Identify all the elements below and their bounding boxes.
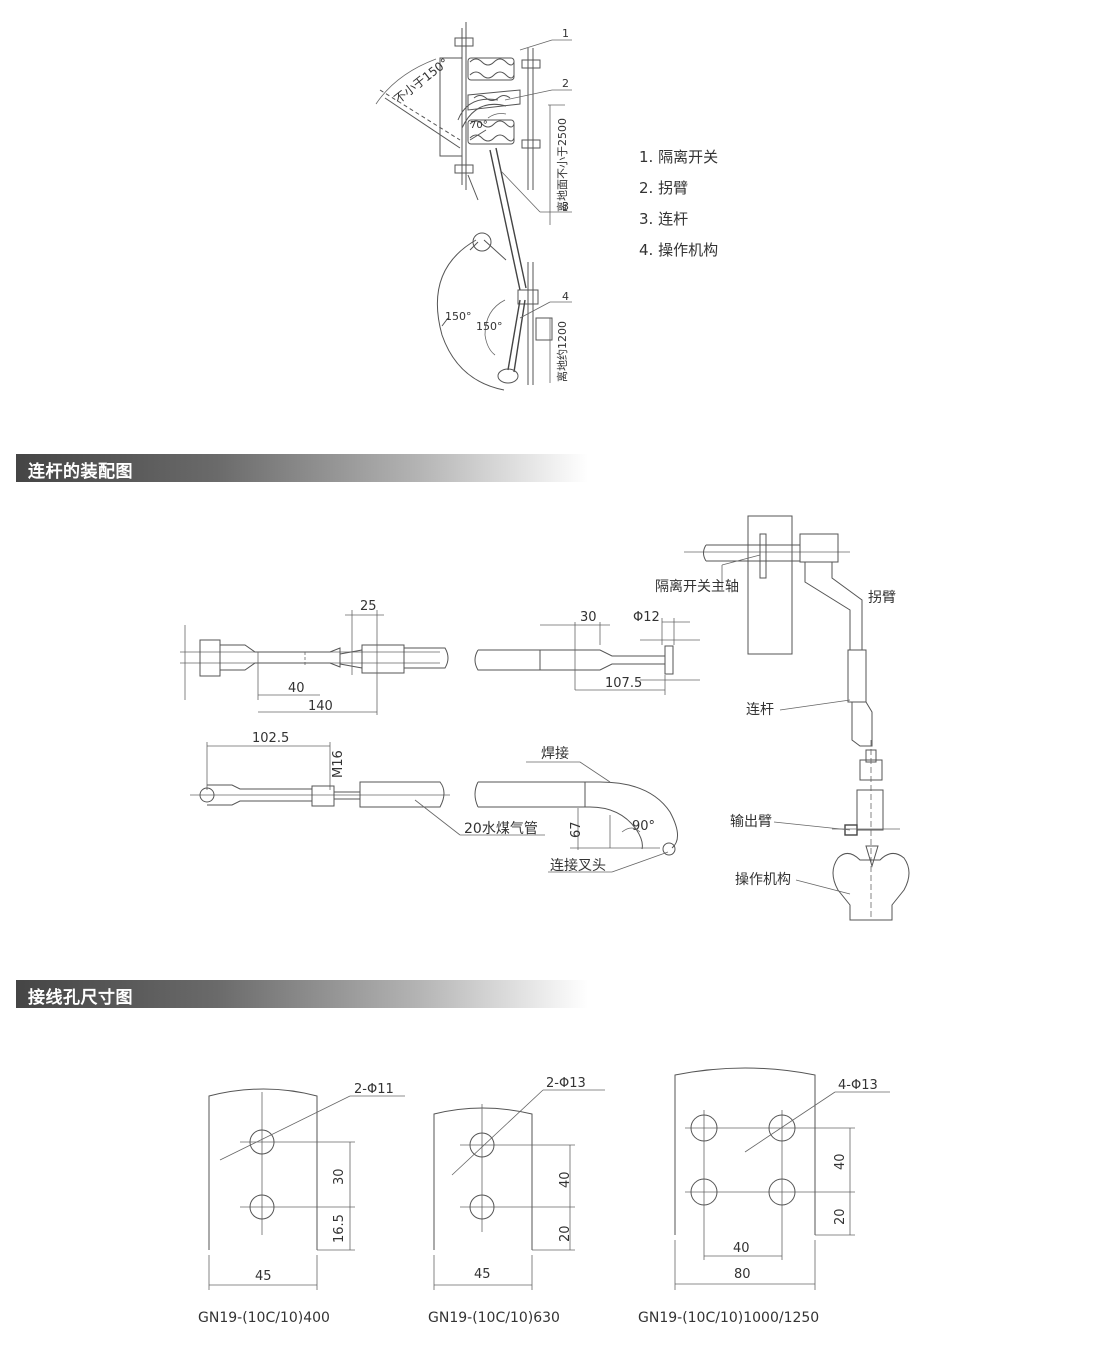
angle-label-150a: 150°: [445, 310, 472, 323]
holes-spec-400: 2-Φ11: [354, 1082, 394, 1097]
pitch-1000: 40: [833, 1153, 848, 1170]
dim-25: 25: [360, 599, 377, 614]
callout-2: 2: [562, 77, 569, 90]
label-fork: 连接叉头: [550, 857, 606, 874]
width-400: 45: [255, 1269, 272, 1284]
legend-item-1: 1. 隔离开关: [639, 148, 719, 166]
section-bar-assembly: 连杆的装配图: [16, 454, 588, 482]
edge-400: 16.5: [332, 1214, 347, 1243]
dim-phi12: Φ12: [633, 610, 660, 625]
label-weld: 焊接: [541, 745, 569, 762]
label-main-shaft: 隔离开关主轴: [655, 578, 739, 595]
hole-plate-630: 2-Φ13 40 20 45 GN19-(10C/10)630: [428, 1076, 605, 1326]
pitch-400: 30: [332, 1168, 347, 1185]
label-output-arm: 输出臂: [730, 814, 772, 830]
model-630: GN19-(10C/10)630: [428, 1310, 560, 1326]
dim-40: 40: [288, 681, 305, 696]
assembly-side-view: 隔离开关主轴 拐臂 连杆 输出臂 操作机构: [655, 515, 910, 921]
section-bar-holes: 接线孔尺寸图: [16, 980, 588, 1008]
pitch-630: 40: [558, 1171, 573, 1188]
holes-spec-630: 2-Φ13: [546, 1076, 586, 1091]
angle-label-top: 不小于150°: [392, 55, 452, 106]
label-pipe: 20水煤气管: [464, 821, 538, 837]
label-crank: 拐臂: [868, 590, 896, 606]
section-title-holes: 接线孔尺寸图: [28, 988, 133, 1008]
dim-102-5: 102.5: [252, 731, 289, 746]
legend-item-4: 4. 操作机构: [639, 241, 719, 259]
installation-diagram: 不小于150° 70° 150° 150° 离地面不小于2500 离地约1200: [375, 22, 572, 391]
hole-plate-400: 2-Φ11 30 16.5 45 GN19-(10C/10)400: [198, 1082, 405, 1326]
model-1000: GN19-(10C/10)1000/1250: [638, 1310, 819, 1326]
legend-item-3: 3. 连杆: [639, 210, 689, 228]
dim-140: 140: [308, 699, 333, 714]
width-630: 45: [474, 1267, 491, 1282]
dim-m16: M16: [331, 750, 346, 778]
hpitch-1000: 40: [733, 1241, 750, 1256]
legend-item-2: 2. 拐臂: [639, 179, 689, 197]
width-1000: 80: [734, 1267, 751, 1282]
assembly-rod-top: 25 40 140 30 Φ12 107.5: [180, 599, 700, 715]
hole-plate-1000: 4-Φ13 40 20 40 80 GN19-(10C/10)1000/1250: [638, 1067, 890, 1326]
edge-1000: 20: [833, 1208, 848, 1225]
dim-30: 30: [580, 610, 597, 625]
section-title-assembly: 连杆的装配图: [28, 462, 133, 482]
edge-630: 20: [558, 1225, 573, 1242]
callout-4: 4: [562, 290, 569, 303]
label-link: 连杆: [746, 702, 774, 718]
label-mechanism: 操作机构: [735, 872, 791, 888]
assembly-rod-bottom: 102.5 M16 67 90° 焊接 20水煤气管 连接叉头: [190, 731, 678, 874]
model-400: GN19-(10C/10)400: [198, 1310, 330, 1326]
height-label-upper: 离地面不小于2500: [555, 118, 569, 212]
callout-3: 3: [562, 200, 569, 213]
angle-label-70: 70°: [470, 120, 488, 131]
angle-90: 90°: [632, 819, 655, 834]
holes-spec-1000: 4-Φ13: [838, 1078, 878, 1093]
callout-1: 1: [562, 27, 569, 40]
angle-label-150b: 150°: [476, 320, 503, 333]
height-label-lower: 离地约1200: [555, 321, 569, 382]
dim-107-5: 107.5: [605, 676, 642, 691]
dim-67: 67: [569, 821, 584, 838]
